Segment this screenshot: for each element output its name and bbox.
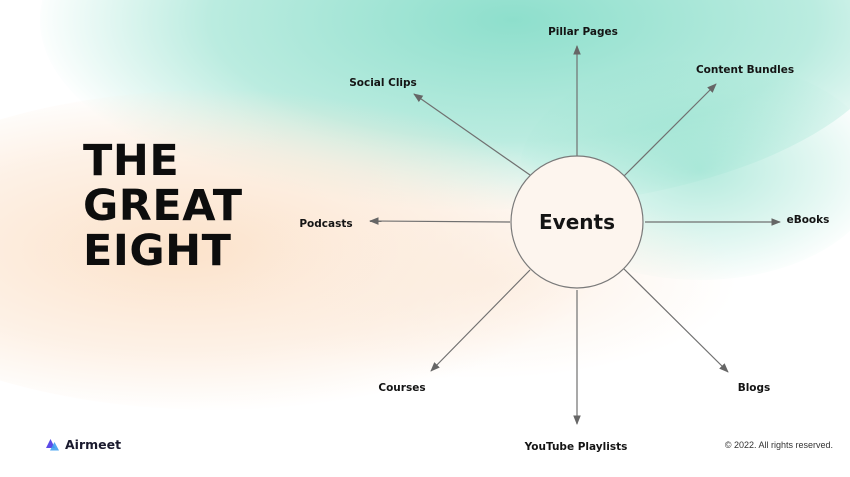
label-content-bundles: Content Bundles <box>696 64 794 76</box>
airmeet-logo-icon <box>46 438 59 450</box>
title-line-2: GREAT <box>83 181 243 231</box>
arrow-content-bundles <box>623 83 717 177</box>
arrow-blogs <box>623 268 729 373</box>
brand-logo: Airmeet <box>45 437 121 452</box>
copyright-text: © 2022. All rights reserved. <box>724 440 833 450</box>
arrow-courses <box>430 269 531 372</box>
label-social-clips: Social Clips <box>349 77 417 89</box>
brand-name: Airmeet <box>65 437 122 452</box>
arrow-social-clips <box>413 93 531 176</box>
label-podcasts: Podcasts <box>299 218 352 230</box>
title-line-1: THE <box>83 136 180 186</box>
peach-gradient-blob-secondary <box>220 180 740 380</box>
label-courses: Courses <box>378 382 425 394</box>
arrow-podcasts <box>369 217 511 225</box>
events-node-label: Events <box>539 210 615 234</box>
title-line-3: EIGHT <box>83 226 232 276</box>
page-title: THE GREAT EIGHT <box>83 139 243 274</box>
events-node-circle <box>510 155 644 289</box>
label-blogs: Blogs <box>738 382 771 394</box>
label-ebooks: eBooks <box>787 214 830 226</box>
label-pillar-pages: Pillar Pages <box>548 26 618 38</box>
label-youtube-playlists: YouTube Playlists <box>524 441 628 453</box>
